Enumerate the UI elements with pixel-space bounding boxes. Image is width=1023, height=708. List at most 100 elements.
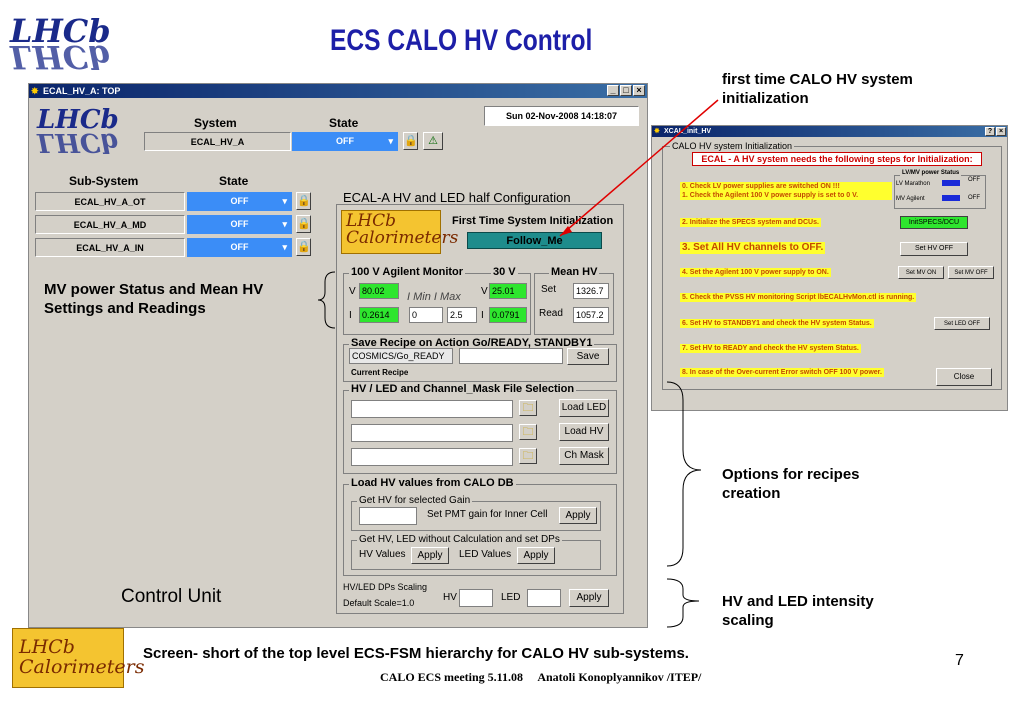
caption: Screen- short of the top level ECS-FSM h…: [143, 645, 689, 662]
hv-file-input[interactable]: [351, 424, 513, 442]
v30-voltage: 25.01: [489, 283, 527, 299]
mask-file-input[interactable]: [351, 448, 513, 466]
subsystem-in-state[interactable]: OFF▾: [187, 238, 292, 257]
hv-scale-label: HV: [443, 592, 457, 603]
default-scale-label: Default Scale=1.0: [343, 598, 415, 608]
lock-icon[interactable]: 🔒: [296, 215, 311, 233]
close-button[interactable]: ×: [633, 85, 645, 96]
init-titlebar: ✸ XCAL_init_HV ? ×: [652, 126, 1007, 137]
mv-off-label: OFF: [968, 195, 980, 201]
set-led-off-button[interactable]: Set LED OFF: [934, 317, 990, 330]
follow-me-button[interactable]: Follow_Me: [467, 232, 602, 249]
gain-label: Set PMT gain for Inner Cell: [427, 509, 548, 520]
i-min-input[interactable]: 0: [409, 307, 443, 323]
agilent-current: 0.2614: [359, 307, 399, 323]
lv-off-label: OFF: [968, 177, 980, 183]
subsystem-in-name[interactable]: ECAL_HV_A_IN: [35, 238, 185, 257]
folder-icon[interactable]: 🗀: [519, 424, 537, 440]
maximize-button[interactable]: □: [620, 85, 632, 96]
config-title: ECAL-A HV and LED half Configuration: [341, 190, 573, 205]
init-close-button[interactable]: Close: [936, 368, 992, 386]
load-led-button[interactable]: Load LED: [559, 399, 609, 417]
gain-group: [351, 501, 601, 531]
led-values-apply-button[interactable]: Apply: [517, 547, 555, 564]
led-values-label: LED Values: [459, 549, 512, 560]
chevron-down-icon: ▾: [282, 219, 287, 229]
slide-title: ECS CALO HV Control: [330, 24, 593, 57]
mv-power-annotation: MV power Status and Mean HV Settings and…: [44, 281, 264, 317]
step-0-1: 0. Check LV power supplies are switched …: [680, 182, 892, 200]
minimize-button[interactable]: _: [607, 85, 619, 96]
config-group: [336, 204, 624, 614]
v30-title: 30 V: [491, 266, 518, 278]
folder-icon[interactable]: 🗀: [519, 448, 537, 464]
hv-values-apply-button[interactable]: Apply: [411, 547, 449, 564]
step-6: 6. Set HV to STANDBY1 and check the HV s…: [680, 319, 874, 328]
mv-bracket: [317, 271, 336, 329]
lock-icon[interactable]: 🔒: [296, 238, 311, 256]
v30-label: V: [481, 286, 488, 297]
set-hv-off-button[interactable]: Set HV OFF: [900, 242, 968, 256]
chevron-down-icon: ▾: [282, 196, 287, 206]
app-icon: ✸: [654, 128, 660, 135]
hv-scale-input[interactable]: [459, 589, 493, 607]
save-recipe-button[interactable]: Save: [567, 348, 609, 365]
mean-hv-title: Mean HV: [549, 266, 600, 278]
subsystem-md-name[interactable]: ECAL_HV_A_MD: [35, 215, 185, 234]
agilent-title: 100 V Agilent Monitor: [349, 266, 466, 278]
mean-hv-set: 1326.7: [573, 283, 609, 299]
window-titlebar: ✸ ECAL_HV_A: TOP _ □ ×: [29, 84, 647, 98]
subsystem-header: Sub-System: [69, 174, 139, 188]
gain-input[interactable]: [359, 507, 417, 525]
footer-text: CALO ECS meeting 5.11.08 Anatoli Konoply…: [380, 670, 702, 684]
i-max-input[interactable]: 2.5: [447, 307, 477, 323]
options-bracket: [666, 381, 702, 567]
scaling-apply-button[interactable]: Apply: [569, 589, 609, 607]
lock-icon[interactable]: 🔒: [296, 192, 311, 210]
arrow-line: [559, 99, 719, 237]
app-icon: ✸: [31, 86, 39, 96]
lock-icon[interactable]: 🔒: [403, 132, 418, 150]
system-state-dropdown[interactable]: OFF▾: [292, 132, 398, 151]
state-header: State: [329, 116, 359, 130]
help-button[interactable]: ?: [985, 127, 995, 136]
scaling-label: HV/LED DPs Scaling: [343, 582, 428, 592]
hv-led-bracket: [666, 578, 700, 628]
i30-current: 0.0791: [489, 307, 527, 323]
agilent-voltage: 80.02: [359, 283, 399, 299]
subsystem-ot-name[interactable]: ECAL_HV_A_OT: [35, 192, 185, 211]
i30-label: I: [481, 310, 484, 321]
load-hv-button[interactable]: Load HV: [559, 423, 609, 441]
led-scale-input[interactable]: [527, 589, 561, 607]
lv-status-indicator: [942, 180, 960, 186]
mean-hv-read: 1057.2: [573, 307, 609, 323]
folder-icon[interactable]: 🗀: [519, 400, 537, 416]
step-5: 5. Check the PVSS HV monitoring Script l…: [680, 293, 917, 302]
init-title: XCAL_init_HV: [664, 128, 712, 135]
ch-mask-button[interactable]: Ch Mask: [559, 447, 609, 465]
chevron-down-icon: ▾: [388, 136, 393, 146]
init-specs-button[interactable]: InitSPECS/DCU: [900, 216, 968, 229]
subsystem-md-state[interactable]: OFF▾: [187, 215, 292, 234]
set-mv-off-button[interactable]: Set MV OFF: [948, 266, 994, 279]
subsystem-ot-state[interactable]: OFF▾: [187, 192, 292, 211]
set-mv-on-button[interactable]: Set MV ON: [898, 266, 944, 279]
system-name-field: ECAL_HV_A: [144, 132, 291, 151]
step-3: 3. Set All HV channels to OFF.: [680, 242, 826, 254]
set-label: Set: [541, 284, 557, 295]
gain-group-title: Get HV for selected Gain: [357, 495, 473, 507]
init-close-x-button[interactable]: ×: [996, 127, 1006, 136]
page-number: 7: [955, 652, 964, 669]
mv-status-indicator: [942, 195, 960, 201]
led-file-input[interactable]: [351, 400, 513, 418]
step-7: 7. Set HV to READY and check the HV syst…: [680, 344, 861, 353]
init-group-title: CALO HV system Initialization: [670, 140, 795, 152]
warning-icon[interactable]: ⚠: [423, 132, 443, 150]
recipe-input[interactable]: [459, 348, 563, 364]
gain-apply-button[interactable]: Apply: [559, 507, 597, 524]
lv-marathon-label: LV Marathon: [896, 181, 930, 187]
recipe-title: Save Recipe on Action Go/READY, STANDBY1: [349, 337, 595, 349]
